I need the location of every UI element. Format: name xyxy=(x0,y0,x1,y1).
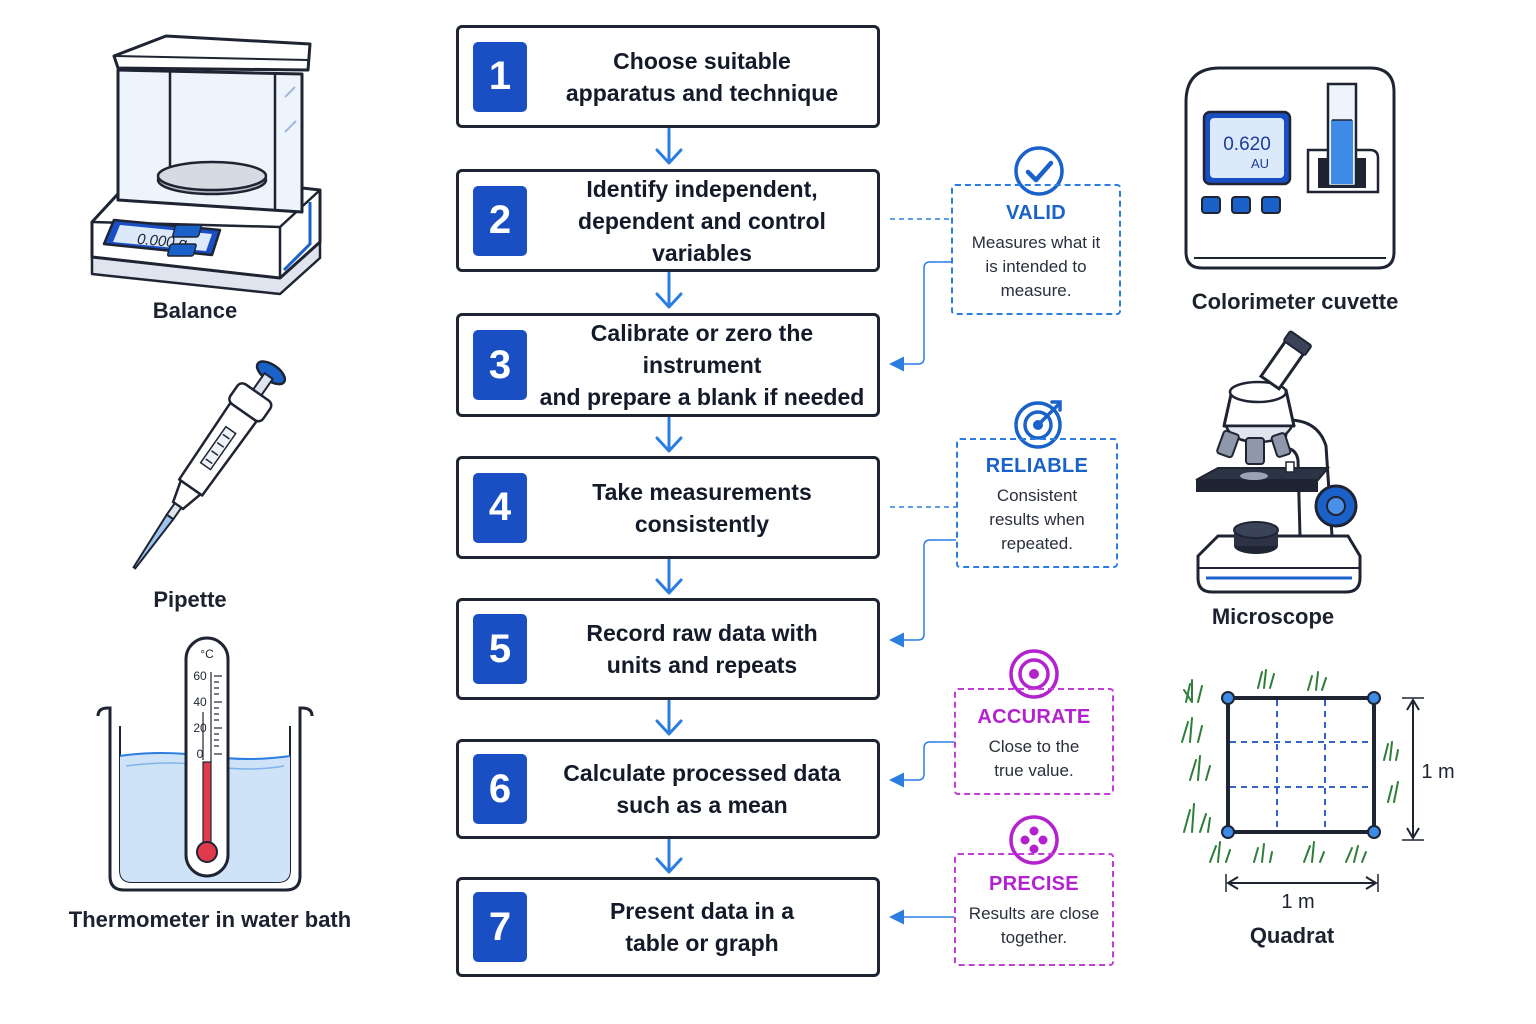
accurate-arrow xyxy=(889,741,954,788)
precise-text: Results are close together. xyxy=(968,904,1100,947)
colorimeter-reading: 0.620 xyxy=(1223,134,1271,155)
balance-illustration: 0.000 g xyxy=(90,34,322,296)
thermometer-tick-20: 20 xyxy=(193,721,207,735)
step-7-card: 7 Present data in a table or graph xyxy=(456,877,880,977)
step-6-card: 6 Calculate processed data such as a mea… xyxy=(456,739,880,839)
thermometer-unit: °C xyxy=(200,647,214,661)
microscope-label: Microscope xyxy=(1211,604,1335,629)
flow-arrow xyxy=(655,271,683,309)
dot-cluster-icon xyxy=(1009,815,1059,865)
pipette-illustration xyxy=(132,360,287,570)
step-4-text: Take measurements consistently xyxy=(592,478,812,537)
step-6-text: Calculate processed data such as a mean xyxy=(563,760,841,818)
thermometer-tick-40: 40 xyxy=(193,695,207,709)
thermometer-tick-60: 60 xyxy=(193,669,207,683)
step-1-card: 1 Choose suitable apparatus and techniqu… xyxy=(456,25,880,128)
valid-text: Measures what it is intended to measure. xyxy=(971,233,1101,300)
flow-arrow xyxy=(655,838,683,874)
accurate-title: ACCURATE xyxy=(977,706,1091,728)
check-circle-icon xyxy=(1014,146,1064,196)
colorimeter-illustration: 0.620 AU xyxy=(1184,66,1396,270)
step-5-card: 5 Record raw data with units and repeats xyxy=(456,598,880,700)
step-2-text: Identify independent, dependent and cont… xyxy=(578,175,826,266)
reliable-box: RELIABLE Consistent results when repeate… xyxy=(956,438,1118,568)
precise-title: PRECISE xyxy=(989,873,1079,895)
step-2-number: 2 xyxy=(473,185,527,256)
step-4-card: 4 Take measurements consistently xyxy=(456,456,880,559)
pipette-label: Pipette xyxy=(153,587,227,612)
valid-arrow xyxy=(889,261,951,372)
step-5-number: 5 xyxy=(473,614,527,684)
target-arrow-icon xyxy=(1014,400,1062,449)
thermometer-label: Thermometer in water bath xyxy=(68,907,352,932)
colorimeter-label: Colorimeter cuvette xyxy=(1191,289,1399,314)
flow-arrow xyxy=(655,127,683,165)
step-1-number: 1 xyxy=(473,41,527,112)
step-3-number: 3 xyxy=(473,330,527,400)
step-7-number: 7 xyxy=(473,892,527,962)
microscope-illustration xyxy=(1195,330,1362,594)
reliable-arrow xyxy=(889,539,956,648)
thermometer-tick-0: 0 xyxy=(197,747,204,761)
step-3-text: Calibrate or zero the instrument and pre… xyxy=(539,320,865,410)
reliable-title: RELIABLE xyxy=(985,455,1089,477)
step-5-text: Record raw data with units and repeats xyxy=(586,620,818,678)
accurate-text: Close to the true value. xyxy=(988,737,1080,780)
quadrat-label: Quadrat xyxy=(1249,923,1335,948)
step-6-number: 6 xyxy=(473,754,527,824)
step-3-card: 3 Calibrate or zero the instrument and p… xyxy=(456,313,880,417)
accurate-box: ACCURATE Close to the true value. xyxy=(954,688,1114,795)
quadrat-width-label: 1 m xyxy=(1281,891,1315,913)
flow-arrow xyxy=(655,699,683,736)
reliable-text: Consistent results when repeated. xyxy=(989,486,1085,553)
water-bath-illustration: °C 60 40 20 0 xyxy=(96,636,314,892)
step-4-number: 4 xyxy=(473,472,527,543)
quadrat-height-label: 1 m xyxy=(1421,761,1454,783)
flow-arrow xyxy=(655,558,683,595)
step-7-text: Present data in a table or graph xyxy=(609,898,795,956)
precise-box: PRECISE Results are close together. xyxy=(954,853,1114,966)
step-2-card: 2 Identify independent, dependent and co… xyxy=(456,169,880,272)
quadrat-illustration: 1 m xyxy=(1181,669,1455,892)
valid-title: VALID xyxy=(1005,202,1066,224)
flow-arrow xyxy=(655,416,683,453)
colorimeter-unit: AU xyxy=(1251,156,1269,171)
step-1-text: Choose suitable apparatus and technique xyxy=(565,47,839,106)
valid-box: VALID Measures what it is intended to me… xyxy=(951,184,1121,315)
balance-label: Balance xyxy=(152,298,238,323)
